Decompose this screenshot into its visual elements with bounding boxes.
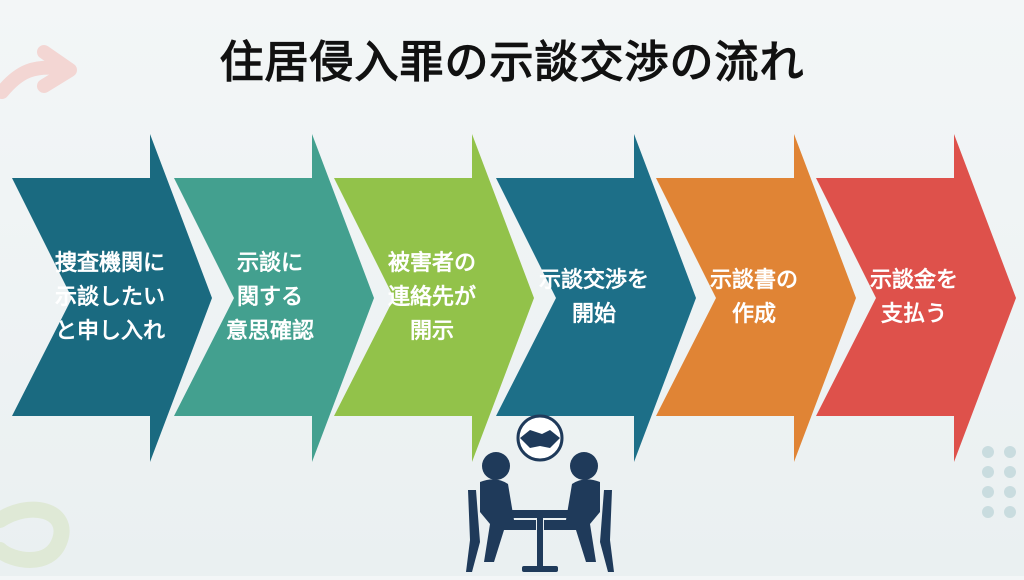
step-5-label: 示談書の 作成 bbox=[709, 267, 798, 327]
chevron-step-2 bbox=[174, 134, 374, 462]
page-title: 住居侵入罪の示談交渉の流れ bbox=[219, 37, 805, 88]
decorative-swirl-icon bbox=[0, 480, 90, 580]
handshake-icon bbox=[520, 430, 560, 448]
chevron-step-6 bbox=[816, 134, 1016, 462]
step-4-label: 示談交渉を 開始 bbox=[538, 267, 649, 327]
step-6-label: 示談金を 支払う bbox=[869, 267, 958, 327]
chevron-step-5 bbox=[656, 134, 856, 462]
chevron-step-1 bbox=[12, 134, 212, 462]
step-1-label: 捜査機関に 示談したい と申し入れ bbox=[54, 250, 165, 345]
decorative-arrow-icon bbox=[0, 30, 80, 114]
decorative-dots bbox=[976, 442, 1024, 536]
step-3-label: 被害者の 連絡先が 開示 bbox=[387, 250, 476, 345]
chevron-step-3 bbox=[334, 134, 534, 462]
meeting-people-icon bbox=[450, 412, 630, 580]
chevron-step-4 bbox=[496, 134, 696, 462]
step-2-label: 示談に 関する 意思確認 bbox=[225, 250, 314, 345]
